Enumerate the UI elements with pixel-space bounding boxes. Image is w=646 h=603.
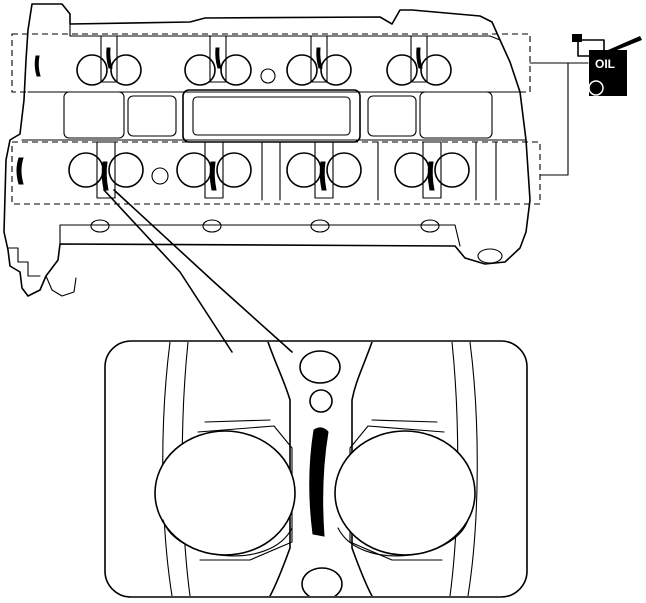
oil-mark bbox=[316, 47, 323, 69]
upper-journal bbox=[184, 54, 216, 86]
upper-deck-line bbox=[69, 23, 501, 41]
oil-can-cap bbox=[572, 34, 582, 42]
upper-journal bbox=[420, 54, 452, 86]
oil-mark bbox=[319, 161, 327, 191]
bolt-boss bbox=[310, 219, 330, 233]
detail-view-frame bbox=[104, 340, 528, 598]
detail-oil-hole bbox=[309, 389, 333, 413]
upper-journal bbox=[320, 54, 352, 86]
bolt-boss bbox=[477, 248, 503, 264]
lower-journal bbox=[68, 152, 104, 188]
bolt-boss bbox=[202, 219, 222, 233]
lower-journal bbox=[176, 152, 212, 188]
oil-can-icon: OIL bbox=[572, 34, 642, 96]
cylinder-head-outline bbox=[3, 3, 531, 297]
left-plate-2 bbox=[127, 95, 177, 137]
upper-camshaft-area-box bbox=[11, 33, 531, 93]
upper-journal bbox=[76, 54, 108, 86]
upper-journal bbox=[286, 54, 318, 86]
upper-bearing-cap bbox=[100, 35, 118, 83]
bolt-boss bbox=[420, 219, 440, 233]
detail-right-journal-edge bbox=[337, 519, 469, 557]
detail-left-journal-edge bbox=[162, 519, 293, 557]
lower-journal bbox=[286, 152, 322, 188]
lower-journal bbox=[394, 152, 430, 188]
upper-small-bore bbox=[260, 68, 276, 84]
detail-view bbox=[104, 340, 528, 598]
upper-bearing-cap bbox=[310, 35, 328, 83]
upper-bearing-cap bbox=[410, 35, 428, 83]
oil-mark bbox=[209, 161, 217, 191]
oil-mark bbox=[16, 157, 24, 185]
upper-journal bbox=[110, 54, 142, 86]
oil-can-label: OIL bbox=[595, 57, 615, 71]
oil-mark bbox=[427, 161, 435, 191]
oil-mark bbox=[101, 161, 109, 191]
lower-camshaft-area-box bbox=[11, 141, 541, 205]
detail-left-journal bbox=[154, 430, 296, 556]
detail-bottom-bore bbox=[301, 567, 343, 596]
upper-camshaft-journals bbox=[76, 35, 452, 86]
oil-can-spout bbox=[608, 36, 642, 52]
right-plate-1 bbox=[367, 95, 417, 137]
lower-oil-marks bbox=[16, 157, 435, 191]
front-ledge bbox=[59, 224, 461, 247]
upper-journal bbox=[386, 54, 418, 86]
zoom-leader-line bbox=[103, 189, 293, 353]
oil-can-knob bbox=[588, 80, 604, 96]
lower-small-bore bbox=[151, 167, 169, 185]
cylinder-head bbox=[3, 3, 531, 297]
upper-oil-marks bbox=[34, 47, 423, 77]
center-cover-plate-inner bbox=[192, 96, 351, 136]
right-plate-2 bbox=[419, 91, 493, 139]
upper-journal bbox=[220, 54, 252, 86]
detail-top-bore bbox=[299, 350, 341, 384]
lower-journal bbox=[108, 152, 144, 188]
upper-bearing-cap bbox=[209, 35, 227, 83]
front-bolt-bosses bbox=[90, 219, 503, 264]
lower-journal bbox=[216, 152, 252, 188]
bottom-left-boss bbox=[45, 275, 77, 297]
lower-journal bbox=[326, 152, 362, 188]
oil-mark bbox=[34, 55, 41, 77]
lower-camshaft-journals bbox=[68, 141, 497, 201]
detail-oil-application-mark bbox=[309, 427, 329, 537]
detail-saddle-edge bbox=[204, 419, 438, 423]
center-cover-plate bbox=[182, 89, 361, 143]
detail-right-journal bbox=[334, 430, 476, 556]
bolt-boss bbox=[90, 219, 110, 233]
left-stepped-edge bbox=[7, 247, 41, 277]
oil-mark bbox=[215, 47, 222, 69]
oil-bracket-line bbox=[529, 62, 569, 176]
oil-mark bbox=[416, 47, 423, 69]
left-plate-1 bbox=[63, 91, 125, 139]
oil-mark bbox=[106, 47, 113, 69]
lower-journal bbox=[434, 152, 470, 188]
detail-right-wall bbox=[467, 342, 478, 596]
lower-rib bbox=[261, 141, 497, 201]
